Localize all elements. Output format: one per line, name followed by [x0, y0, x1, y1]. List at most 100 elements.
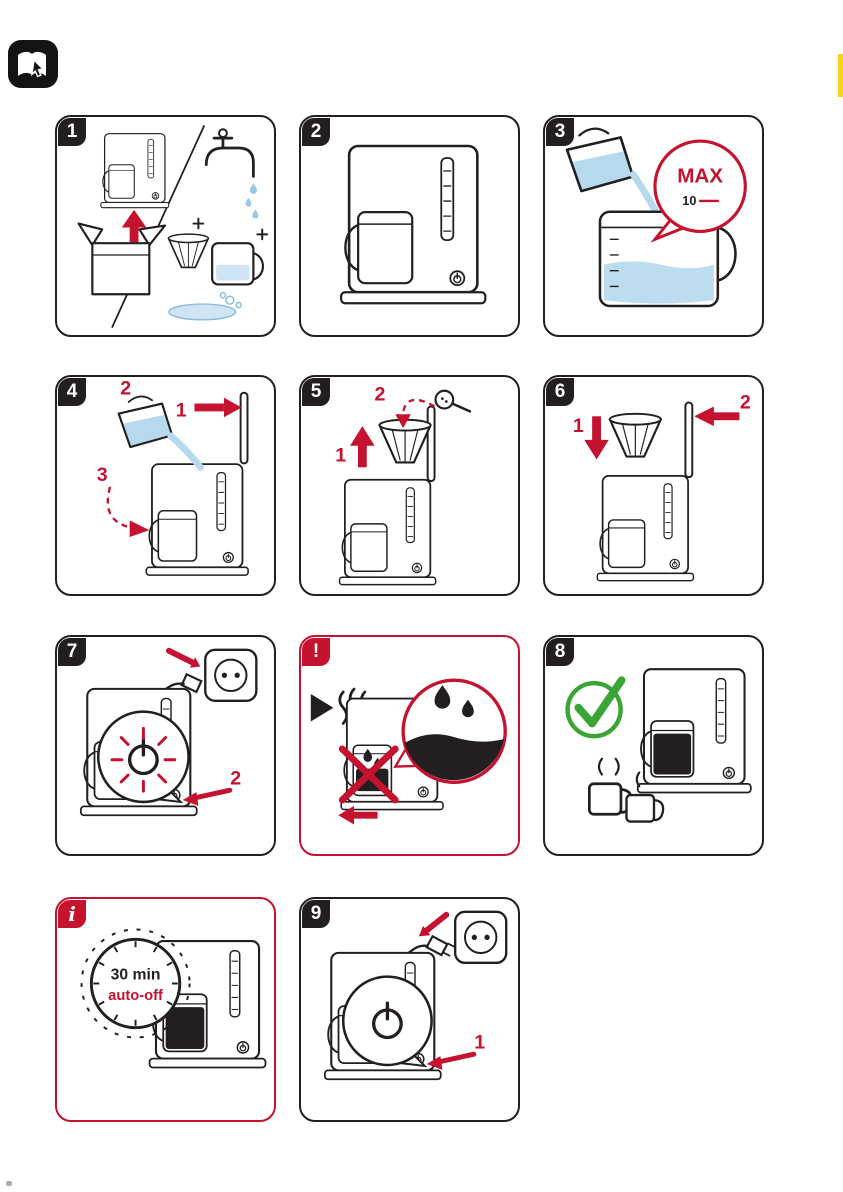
dripping-zoom-bubble: [401, 678, 507, 784]
illustration-unbox-and-rinse: [77, 124, 269, 328]
coffee-mugs: [587, 757, 665, 823]
open-lid: [239, 391, 249, 465]
filter-basket-small: [167, 233, 210, 269]
illustration-close-lid: 2 1: [573, 391, 751, 582]
coffee-machine: [596, 474, 695, 582]
step-panel-1: 1: [55, 115, 276, 337]
step-badge-9: 9: [302, 900, 330, 928]
step1-label: 1: [474, 1031, 485, 1053]
small-carafe: [211, 242, 265, 286]
step-panel-4: 1 2 3 4: [55, 375, 276, 596]
coffee-machine-full: [638, 669, 751, 792]
step-panel-6: 2 1 6: [543, 375, 764, 596]
level-10-label: 10: [682, 193, 696, 208]
auto-off-time-label: 30 min: [111, 967, 161, 984]
illustration-coffee-ready: [565, 637, 762, 823]
step2-arrow-left: [694, 406, 740, 427]
wall-outlet-icon: [453, 910, 508, 965]
sparkle-icons: [192, 217, 269, 241]
section-tab-marker: [838, 54, 843, 97]
cardboard-box: [77, 222, 167, 296]
power-button-zoom: [341, 975, 433, 1067]
step2-dashed-arc: [401, 398, 436, 413]
kettle-pouring: [117, 395, 174, 449]
illustration-auto-off: 30 min auto-off: [80, 928, 274, 1120]
step-panel-8: 8: [543, 635, 764, 856]
warning-panel: !: [299, 635, 520, 856]
step2-arrowhead: [395, 414, 411, 429]
clock-ticks: [93, 941, 178, 1026]
tap-water-drops: [245, 183, 259, 219]
step-panel-5: 2 1 5: [299, 375, 520, 596]
arrow-up-icon: [121, 209, 147, 243]
illustration-do-not-remove-carafe: [310, 678, 507, 825]
step-panel-2: 2: [299, 115, 520, 337]
coffee-machine: [339, 144, 487, 305]
step-badge-2: 2: [302, 118, 330, 146]
water-tap-icon: [204, 128, 255, 178]
illustration-insert-filter: 2 1: [335, 384, 472, 586]
warning-badge: !: [302, 638, 330, 666]
open-book-glyph: [18, 51, 46, 78]
auto-off-clock: 30 min auto-off: [80, 928, 191, 1039]
step-badge-8: 8: [546, 638, 574, 666]
illustration-fill-water-tank: 1 2 3: [97, 378, 250, 577]
open-lid: [684, 401, 694, 479]
step1-label: 1: [176, 399, 187, 421]
step1-arrow-right: [194, 397, 242, 418]
step1-label: 1: [335, 444, 346, 466]
filter-basket: [608, 412, 662, 458]
kettle-pouring: [565, 127, 635, 193]
check-icon: [565, 676, 626, 739]
auto-off-label: auto-off: [108, 988, 163, 1004]
step-badge-3: 3: [546, 118, 574, 146]
step-badge-6: 6: [546, 378, 574, 406]
crossed-pull-arrow: [338, 805, 378, 825]
illustration-plug-in-power-on: 2: [79, 647, 258, 817]
wall-outlet-icon: [204, 648, 258, 703]
info-panel-auto-off: 30 min auto-off i: [55, 897, 276, 1122]
pointing-hand-glyph: [31, 58, 45, 78]
power-button-zoom: [96, 710, 190, 804]
max-label: MAX: [677, 164, 723, 187]
step-badge-4: 4: [58, 378, 86, 406]
step2-arrow: [182, 787, 233, 806]
step-panel-3: MAX 10 3: [543, 115, 764, 337]
do-not-remove-x-icon: [338, 745, 399, 804]
step2-label: 2: [375, 384, 386, 406]
read-manual-icon: [8, 40, 58, 88]
step-panel-7: 2 7: [55, 635, 276, 856]
step3-dashed-arc: [106, 486, 134, 530]
step2-label: 2: [740, 391, 751, 413]
mini-coffee-machine: [100, 133, 170, 209]
step2-label: 2: [120, 378, 131, 400]
filter-basket: [378, 418, 432, 464]
water-stream: [167, 432, 204, 471]
print-corner-mark: [6, 1181, 12, 1186]
coffee-machine: [338, 478, 437, 586]
step1-arrow-down: [584, 416, 609, 460]
rinse-puddle: [168, 291, 242, 321]
water-stream: [629, 171, 659, 214]
step-badge-5: 5: [302, 378, 330, 406]
step1-label: 1: [573, 415, 584, 437]
step3-arrowhead: [129, 520, 150, 538]
illustration-fill-carafe: MAX 10: [565, 127, 747, 308]
step-panel-9: 1 9: [299, 897, 520, 1122]
step2-label: 2: [230, 767, 241, 789]
plug-in-arrow: [165, 647, 201, 668]
coffee-scoop: [434, 389, 472, 413]
step3-label: 3: [97, 464, 108, 486]
step1-arrow-up: [350, 426, 375, 468]
open-lid: [426, 405, 436, 483]
steam-lines: [597, 757, 641, 788]
illustration-switch-off-unplug: 1: [323, 910, 508, 1081]
info-badge: i: [58, 900, 86, 928]
blinking-rays: [110, 726, 177, 793]
step-badge-1: 1: [58, 118, 86, 146]
illustration-machine-front: [339, 144, 487, 305]
step1-arrow: [426, 1051, 477, 1070]
unplug-arrow: [418, 911, 450, 937]
step-badge-7: 7: [58, 638, 86, 666]
